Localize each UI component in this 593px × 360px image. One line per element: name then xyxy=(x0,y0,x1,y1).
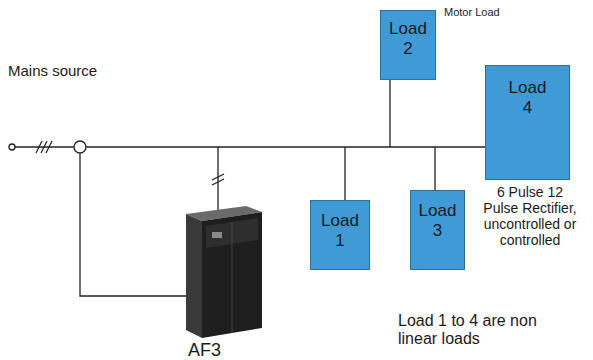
load-box: Load 4 xyxy=(485,65,570,180)
load-name: Load 4 xyxy=(509,78,547,118)
af3-feed xyxy=(217,147,218,212)
af3-cabinet xyxy=(186,206,262,338)
note-text: Motor Load xyxy=(444,6,554,19)
current-transformer xyxy=(74,141,86,153)
ct-wire xyxy=(80,153,190,296)
device-name: AF3 xyxy=(188,340,238,360)
load-drop xyxy=(344,147,345,200)
load-box: Load 2 xyxy=(380,10,436,80)
load-name: Load 3 xyxy=(419,201,457,241)
terminal-dot xyxy=(9,144,15,150)
note-text: 6 Pulse 12 Pulse Rectifier, uncontrolled… xyxy=(482,184,578,248)
load-drop xyxy=(389,80,390,147)
three-phase-mark xyxy=(36,141,52,153)
load-name: Load 1 xyxy=(321,211,359,251)
load-name: Load 2 xyxy=(389,19,427,59)
note-text: Load 1 to 4 are non linear loads xyxy=(398,312,558,349)
load-drop xyxy=(434,147,435,190)
load-box: Load 1 xyxy=(310,200,370,270)
note-text: Mains source xyxy=(8,62,138,79)
phase-mark xyxy=(212,174,224,185)
load-box: Load 3 xyxy=(410,190,465,270)
